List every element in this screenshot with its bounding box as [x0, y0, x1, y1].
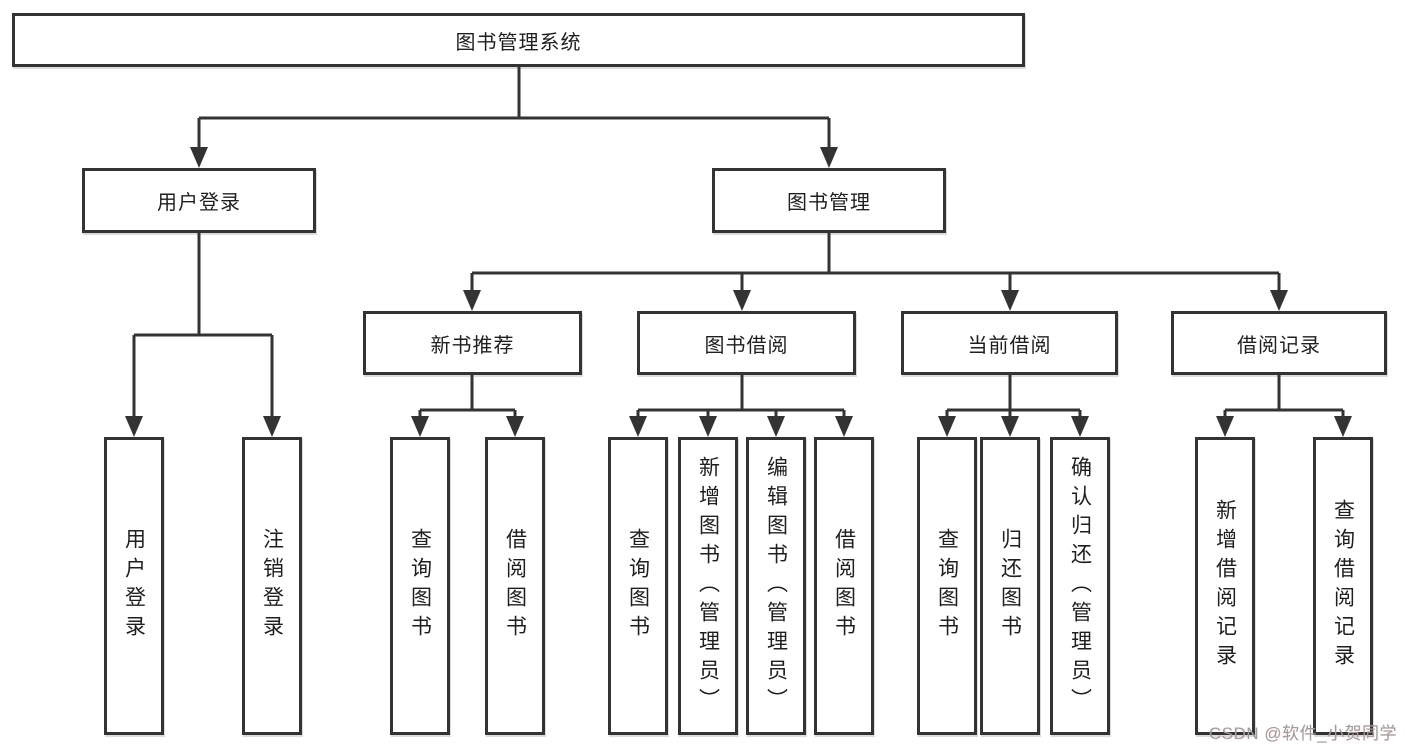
- node-user-login: 用户登录: [82, 168, 316, 233]
- node-library-management-system: 图书管理系统: [12, 13, 1025, 67]
- node-edit-books-admin: 编辑图书（管理员）: [746, 437, 806, 735]
- node-borrow-record: 借阅记录: [1171, 311, 1387, 375]
- node-add-books-admin: 新增图书（管理员）: [678, 437, 738, 735]
- node-user-login-leaf: 用户登录: [104, 437, 164, 735]
- node-borrow-books-recommend: 借阅图书: [485, 437, 545, 735]
- node-book-borrow: 图书借阅: [637, 311, 856, 375]
- node-query-books-current: 查询图书: [917, 437, 977, 735]
- node-book-management: 图书管理: [712, 168, 946, 233]
- node-add-borrow-record: 新增借阅记录: [1195, 437, 1255, 735]
- csdn-watermark: CSDN @软件_小贺同学: [1208, 724, 1397, 743]
- node-logout-leaf: 注销登录: [242, 437, 302, 735]
- node-current-borrow: 当前借阅: [901, 311, 1118, 375]
- node-new-book-recommend: 新书推荐: [363, 311, 582, 375]
- node-borrow-books: 借阅图书: [814, 437, 874, 735]
- node-query-books-recommend: 查询图书: [390, 437, 450, 735]
- node-return-books: 归还图书: [980, 437, 1040, 735]
- node-query-books-borrow: 查询图书: [608, 437, 668, 735]
- node-confirm-return-admin: 确认归还（管理员）: [1050, 437, 1110, 735]
- node-query-borrow-record: 查询借阅记录: [1313, 437, 1373, 735]
